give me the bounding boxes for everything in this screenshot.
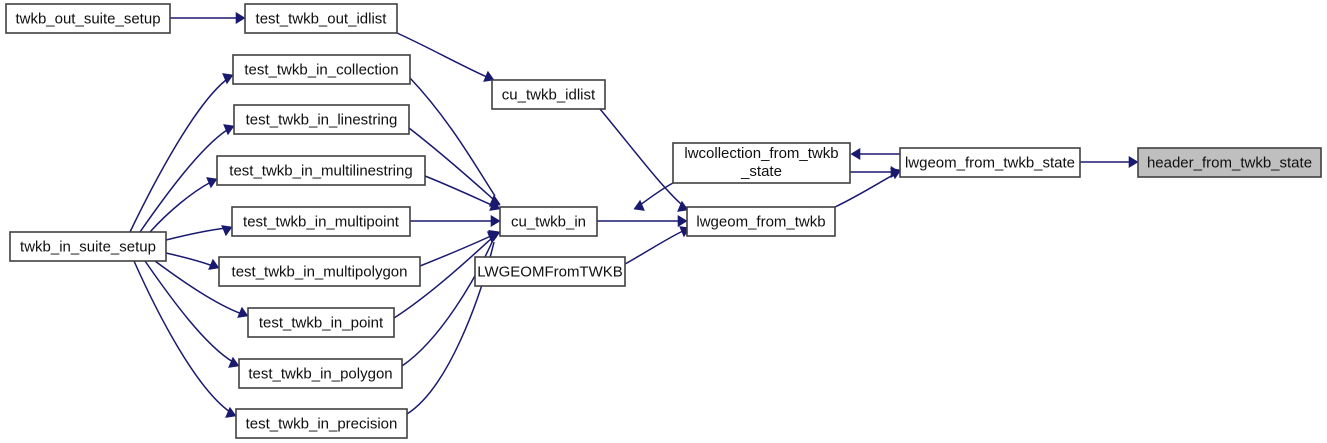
node-box[interactable] [1137,147,1322,178]
edge-LWGEOMFromTWKB-to-lwgeom_from_twkb [624,226,691,265]
node-box[interactable] [218,256,421,287]
edge-twkb_in_suite_setup-to-test_twkb_in_polygon [144,260,240,368]
node-lwcollection_from_twkb_state[interactable]: lwcollection_from_twkb_state [672,142,851,184]
arrowhead-icon [206,177,218,189]
node-test_twkb_in_linestring[interactable]: test_twkb_in_linestring [233,104,410,135]
node-box[interactable] [474,256,626,287]
node-test_twkb_in_multilinestring[interactable]: test_twkb_in_multilinestring [216,155,426,186]
edge-test_twkb_in_polygon-to-cu_twkb_in [401,231,499,367]
edge-twkb_in_suite_setup-to-test_twkb_in_collection [129,73,234,233]
node-box[interactable] [499,206,598,237]
arrowhead-icon [208,258,220,270]
edge-line [149,181,212,233]
edge-line [393,237,493,319]
node-box[interactable] [899,147,1081,178]
edge-test_twkb_in_multilinestring-to-cu_twkb_in [424,175,501,211]
node-box[interactable] [235,408,408,439]
arrowhead-icon [489,199,501,211]
edge-line [408,127,494,200]
edge-twkb_in_suite_setup-to-test_twkb_in_precision [133,260,237,418]
edge-twkb_in_suite_setup-to-test_twkb_in_multipoint [165,225,233,241]
edge-line [165,252,214,267]
node-box[interactable] [686,206,836,237]
node-test_twkb_in_point[interactable]: test_twkb_in_point [247,307,395,338]
edge-cu_twkb_in-to-lwgeom_from_twkb [597,214,688,228]
edge-line [401,239,494,367]
node-cu_twkb_in[interactable]: cu_twkb_in [499,206,598,237]
edge-line [133,260,231,413]
edge-twkb_in_suite_setup-to-test_twkb_in_multilinestring [149,177,218,233]
edge-twkb_in_suite_setup-to-test_twkb_in_linestring [139,124,235,233]
node-LWGEOMFromTWKB[interactable]: LWGEOMFromTWKB [474,256,626,287]
arrowhead-icon [483,70,495,82]
arrowhead-icon [223,124,235,136]
edge-line [599,108,682,205]
arrowhead-icon [850,147,861,161]
edge-line [409,77,496,197]
edge-test_twkb_in_multipoint-to-cu_twkb_in [410,214,501,228]
node-box[interactable] [232,54,411,85]
edge-line [144,260,234,363]
node-box[interactable] [238,358,403,389]
node-box[interactable] [216,155,426,186]
edge-line [424,175,495,207]
arrowhead-icon [237,306,249,318]
edge-line [639,182,674,206]
edge-twkb_in_suite_setup-to-test_twkb_in_point [154,260,249,318]
edge-line [834,173,896,208]
node-box[interactable] [231,206,411,237]
edge-line [129,79,227,233]
edge-line [624,230,684,265]
edge-line [139,129,228,233]
arrowhead-icon [677,200,689,212]
node-box[interactable] [233,104,410,135]
edge-lwgeom_from_twkb_state-to-header_from_twkb_state [1080,155,1139,169]
arrowhead-icon [235,11,246,25]
edge-line [396,32,488,78]
node-lwgeom_from_twkb[interactable]: lwgeom_from_twkb [686,206,836,237]
edge-line [165,227,227,241]
node-test_twkb_in_multipolygon[interactable]: test_twkb_in_multipolygon [218,256,421,287]
node-box[interactable] [247,307,395,338]
node-box[interactable] [491,79,606,110]
node-twkb_out_suite_setup[interactable]: twkb_out_suite_setup [5,3,171,34]
node-box[interactable] [5,3,171,34]
node-box[interactable] [9,231,167,262]
edge-twkb_out_suite_setup-to-test_twkb_out_idlist [170,11,246,25]
node-header_from_twkb_state[interactable]: header_from_twkb_state [1137,147,1322,178]
node-cu_twkb_idlist[interactable]: cu_twkb_idlist [491,79,606,110]
arrowhead-icon [225,406,237,418]
arrowhead-icon [633,199,645,211]
edge-test_twkb_out_idlist-to-cu_twkb_idlist [396,32,495,82]
arrowhead-icon [487,232,499,244]
arrowhead-icon [221,225,233,237]
node-box[interactable] [244,3,398,34]
node-test_twkb_out_idlist[interactable]: test_twkb_out_idlist [244,3,398,34]
node-test_twkb_in_multipoint[interactable]: test_twkb_in_multipoint [231,206,411,237]
arrowhead-icon [222,73,234,85]
edge-lwcollection_from_twkb_state-to-lwgeom_from_twkb_state [850,165,901,179]
edge-lwcollection_from_twkb_state-to-lwgeom_from_twkb [633,182,674,211]
node-box[interactable] [672,142,851,184]
edge-test_twkb_in_collection-to-cu_twkb_in [409,77,501,206]
arrowhead-icon [490,214,501,228]
node-test_twkb_in_precision[interactable]: test_twkb_in_precision [235,408,408,439]
edge-lwgeom_from_twkb_state-to-lwcollection_from_twkb_state [850,147,900,161]
edge-line [154,260,243,315]
node-lwgeom_from_twkb_state[interactable]: lwgeom_from_twkb_state [899,147,1081,178]
edge-twkb_in_suite_setup-to-test_twkb_in_multipolygon [165,252,220,270]
arrowhead-icon [890,165,901,179]
arrowhead-icon [228,356,240,368]
node-test_twkb_in_polygon[interactable]: test_twkb_in_polygon [238,358,403,389]
edge-cu_twkb_idlist-to-lwgeom_from_twkb [599,108,689,212]
node-twkb_in_suite_setup[interactable]: twkb_in_suite_setup [9,231,167,262]
edge-line [419,234,494,267]
arrowhead-icon [1128,155,1139,169]
node-test_twkb_in_collection[interactable]: test_twkb_in_collection [232,54,411,85]
arrowhead-icon [677,214,688,228]
